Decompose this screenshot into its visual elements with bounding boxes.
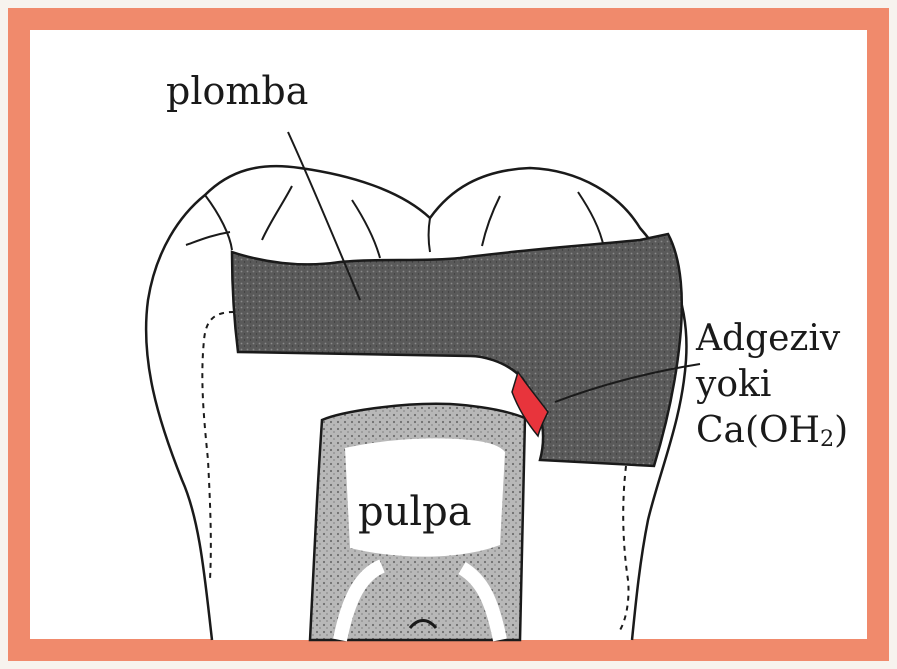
adhesive-formula-sub: 2 — [820, 426, 834, 452]
adhesive-formula-prefix: Ca(OH — [696, 410, 820, 451]
adhesive-label-line1: Adgeziv — [696, 316, 848, 362]
filling-label: plomba — [166, 72, 308, 110]
pulp-label: pulpa — [358, 492, 472, 532]
adhesive-formula-suffix: ) — [834, 410, 848, 451]
adhesive-label: Adgeziv yoki Ca(OH2) — [696, 316, 848, 462]
adhesive-label-line3: Ca(OH2) — [696, 408, 848, 462]
adhesive-label-line2: yoki — [696, 362, 848, 408]
